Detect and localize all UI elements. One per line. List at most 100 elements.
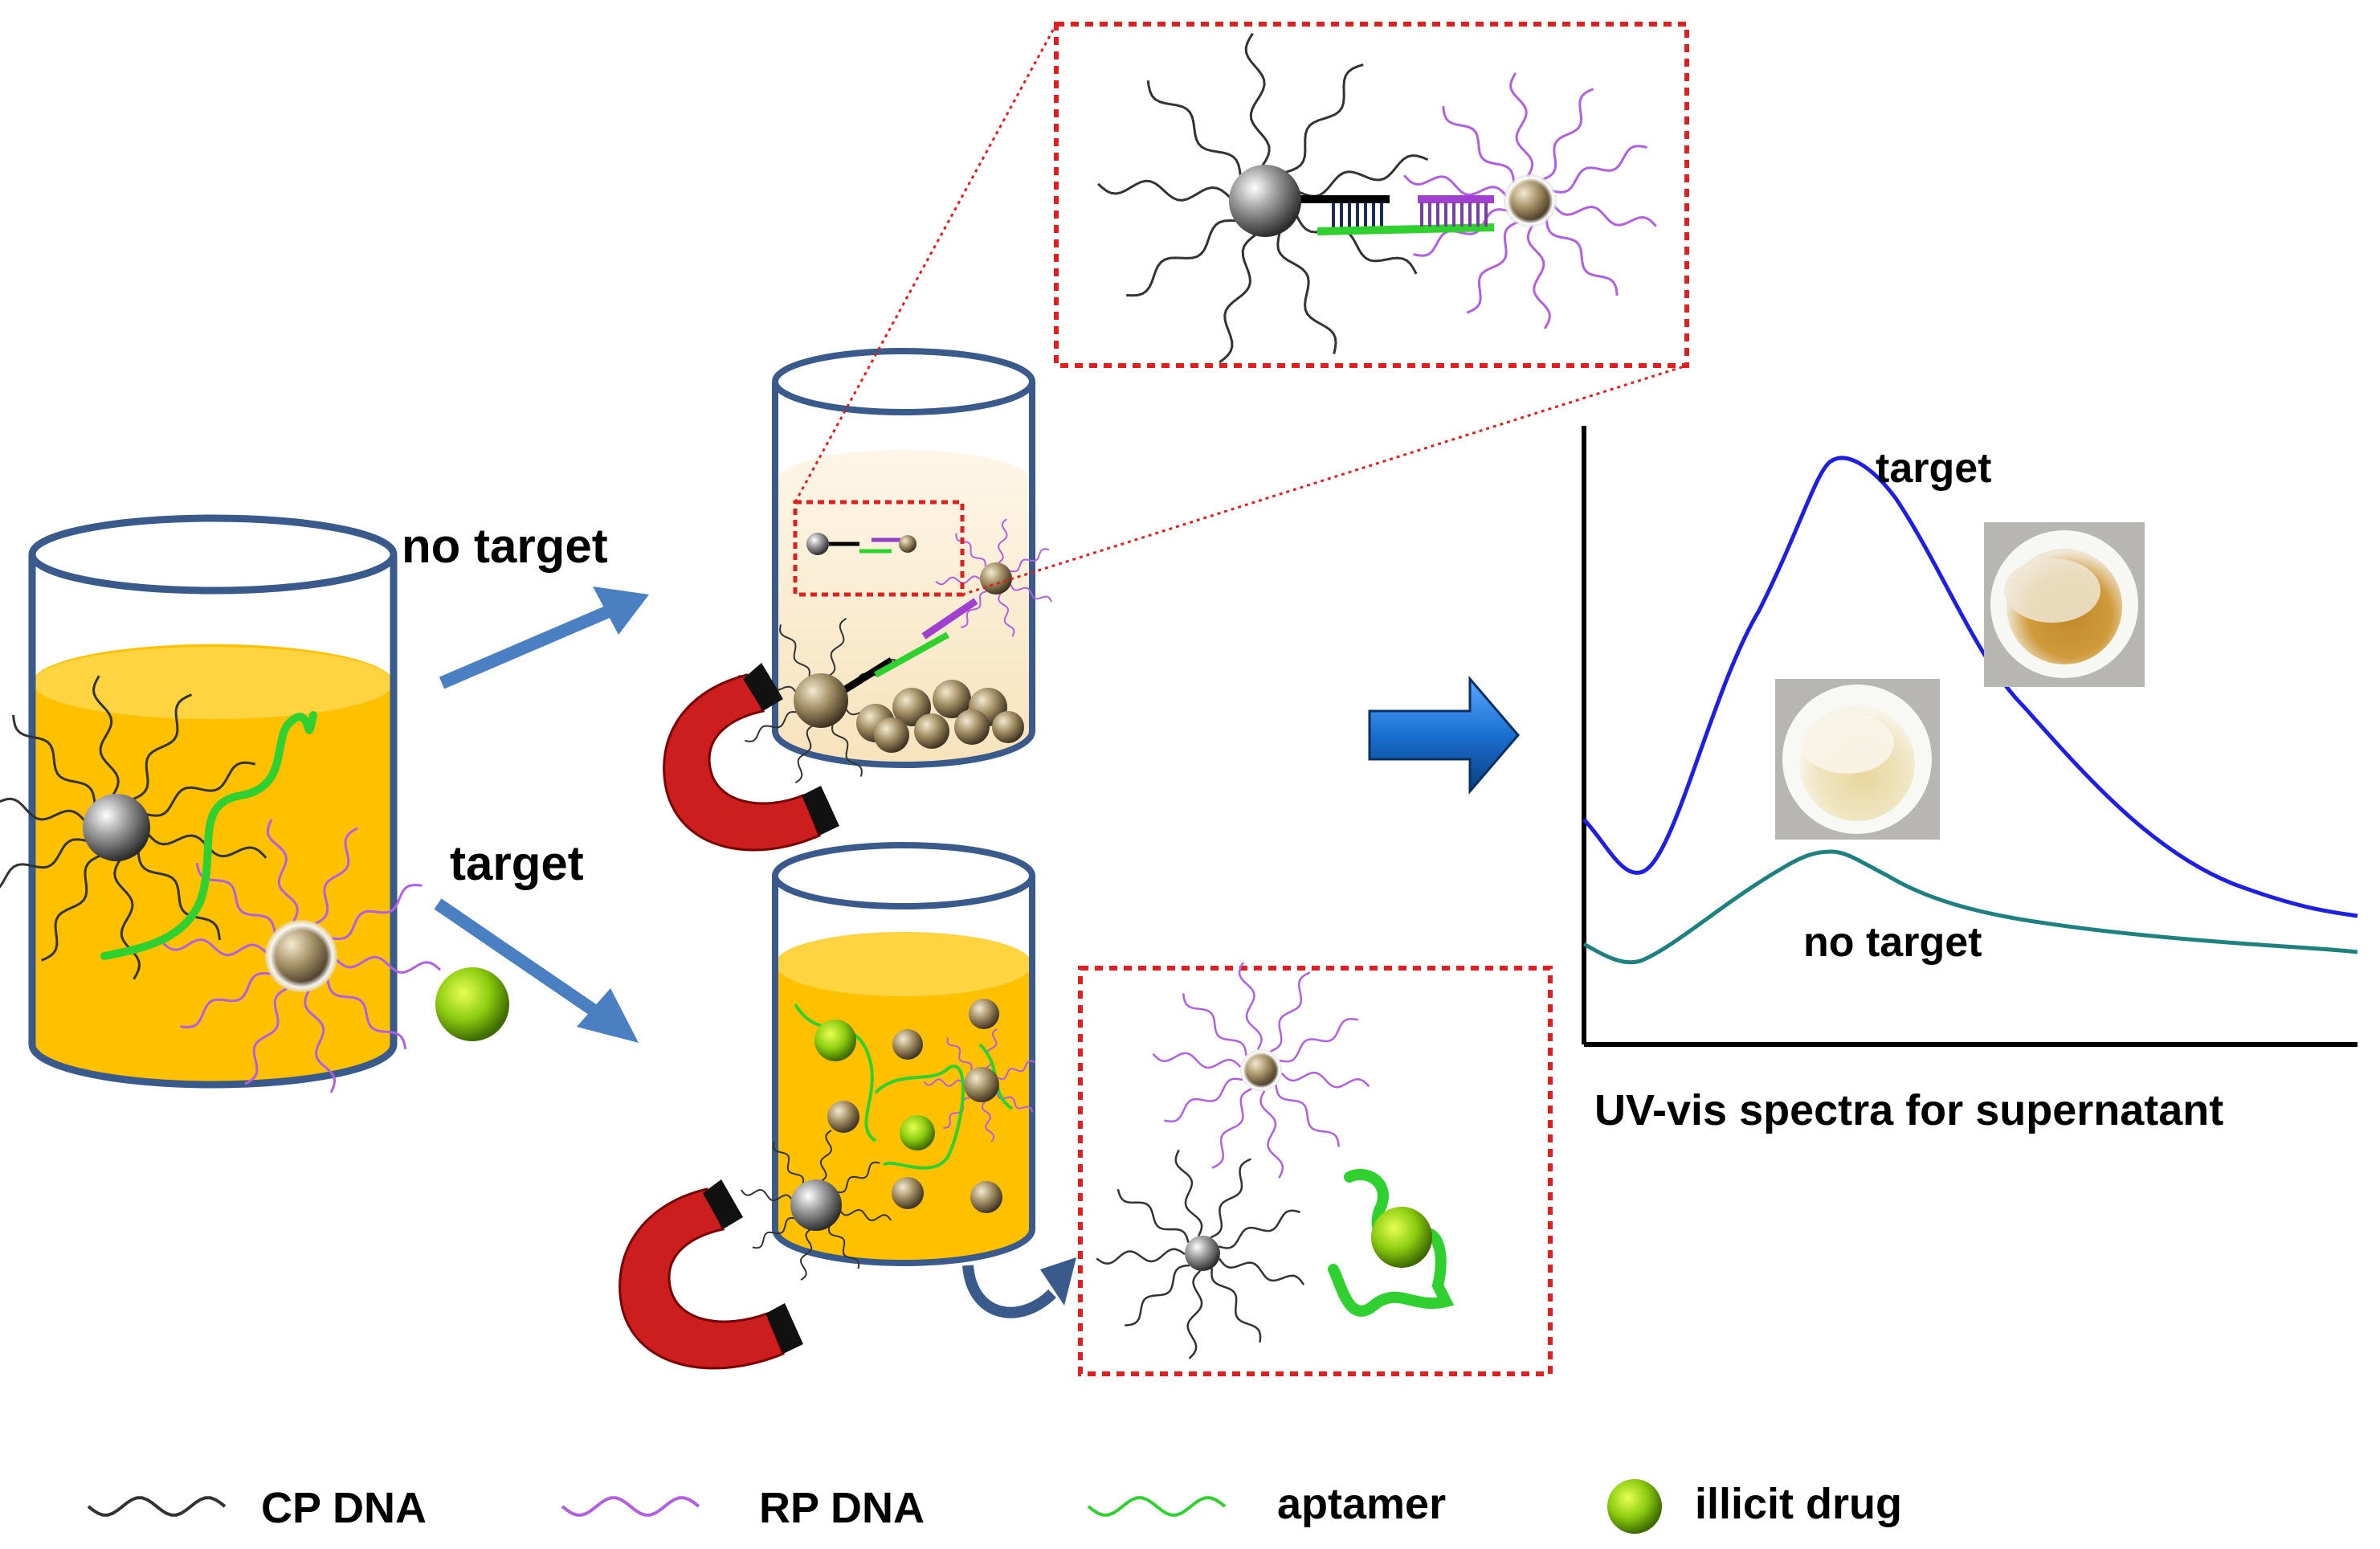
legend: CP DNA RP DNA aptamer illicit drug bbox=[87, 1479, 1902, 1534]
dna-strand bbox=[1280, 1071, 1370, 1089]
dna-strand bbox=[799, 1228, 813, 1281]
dna-strand bbox=[1275, 1085, 1341, 1147]
legend-label: RP DNA bbox=[759, 1484, 925, 1532]
dna-strand bbox=[955, 533, 986, 566]
target-beaker bbox=[741, 842, 1035, 1281]
dna-strand bbox=[132, 693, 193, 801]
dna-strand bbox=[997, 1060, 1035, 1080]
dna-strand bbox=[819, 1130, 833, 1183]
dna-strand bbox=[113, 858, 141, 980]
dna-strand bbox=[1211, 1088, 1252, 1169]
wavy-line-icon bbox=[1087, 1496, 1227, 1517]
dna-strand bbox=[831, 723, 863, 777]
legend-label: illicit drug bbox=[1695, 1480, 1902, 1528]
dna-strand bbox=[326, 979, 407, 1050]
dna-strand bbox=[137, 851, 221, 941]
dna-strand bbox=[1218, 1209, 1301, 1249]
dna-strand bbox=[752, 1216, 797, 1249]
dna-strand bbox=[1442, 105, 1516, 184]
dna-strand bbox=[745, 710, 798, 742]
dna-strand bbox=[12, 714, 96, 804]
dna-strand bbox=[1299, 154, 1429, 198]
dna-strand bbox=[145, 761, 256, 817]
zoom-box-released-complex bbox=[1078, 962, 1553, 1376]
dna-strand bbox=[1126, 219, 1236, 297]
dna-strand bbox=[1541, 88, 1594, 182]
aptamer-strand bbox=[100, 711, 317, 960]
dna-strand bbox=[1186, 1269, 1203, 1359]
zoom-box-bound-complex bbox=[1054, 22, 1689, 368]
no-target-beaker bbox=[737, 348, 1052, 784]
dna-strand bbox=[1010, 584, 1052, 603]
dna-strand bbox=[827, 617, 847, 677]
dna-strand bbox=[961, 591, 987, 628]
dna-strand bbox=[1174, 1149, 1203, 1237]
spectrum-target-label: target bbox=[1876, 445, 1991, 492]
beaker-wall bbox=[28, 554, 398, 1089]
dna-strand bbox=[1096, 1248, 1186, 1265]
dna-strand bbox=[998, 518, 1008, 564]
legend-item-cp-dna: CP DNA bbox=[87, 1484, 427, 1532]
no-target-spectrum-curve bbox=[1582, 849, 2358, 965]
solution-surface bbox=[32, 647, 394, 719]
dna-strand bbox=[1509, 72, 1534, 178]
spectra-caption: UV-vis spectra for supernatant bbox=[1594, 1086, 2223, 1134]
illicit-drug-molecule bbox=[435, 967, 509, 1041]
dna-strand bbox=[1182, 993, 1247, 1056]
legend-label: CP DNA bbox=[261, 1484, 427, 1532]
target-spectrum-curve bbox=[1582, 456, 2358, 918]
dna-strand bbox=[839, 1208, 892, 1222]
dna-strand bbox=[1244, 32, 1271, 166]
dna-strand bbox=[1270, 971, 1311, 1052]
cp-magnetic-bead bbox=[83, 794, 150, 861]
result-arrow bbox=[1368, 675, 1520, 795]
legend-item-illicit-drug: illicit drug bbox=[1607, 1479, 1902, 1534]
dna-strand bbox=[266, 819, 299, 922]
dna-strand bbox=[1296, 215, 1418, 275]
wavy-line-icon bbox=[561, 1496, 700, 1517]
dna-strand bbox=[1010, 548, 1050, 573]
dna-strand bbox=[0, 797, 86, 823]
transfer-arrow bbox=[962, 1257, 1076, 1318]
dna-strand bbox=[827, 1224, 860, 1269]
target-arrow bbox=[434, 898, 639, 1043]
dna-strand bbox=[1117, 1188, 1190, 1244]
dna-strand bbox=[1545, 218, 1619, 296]
dna-strand bbox=[1403, 174, 1508, 198]
photo-target-solution bbox=[1984, 522, 2145, 687]
dna-strand bbox=[1259, 1090, 1284, 1179]
dna-strand bbox=[772, 1141, 805, 1186]
dna-strand bbox=[1125, 1264, 1190, 1326]
dna-strand bbox=[40, 854, 101, 962]
dna-strand bbox=[794, 724, 814, 784]
legend-label: aptamer bbox=[1277, 1480, 1446, 1528]
dna-strand bbox=[741, 1188, 794, 1202]
dna-strand bbox=[835, 1161, 880, 1194]
magnet-bottom bbox=[618, 1179, 803, 1370]
no-target-arrow bbox=[439, 586, 649, 689]
spectrum-no-target-label: no target bbox=[1803, 919, 1982, 966]
beaker-rim bbox=[28, 514, 398, 595]
dna-strand bbox=[1526, 224, 1551, 329]
dna-strand bbox=[779, 624, 811, 678]
dna-strand bbox=[0, 838, 88, 889]
aptamer-drug-complex bbox=[1328, 1168, 1455, 1317]
dna-strand bbox=[1146, 80, 1242, 176]
dna-strand bbox=[1276, 232, 1337, 354]
initial-beaker bbox=[0, 514, 442, 1093]
dna-strand bbox=[1097, 179, 1231, 202]
dna-strand bbox=[304, 990, 337, 1093]
uv-vis-spectra-plot: target no target UV-vis spectra for supe… bbox=[1582, 426, 2358, 1134]
dna-strand bbox=[1553, 204, 1657, 227]
dna-strand bbox=[1285, 63, 1364, 174]
dna-strand bbox=[1152, 1052, 1242, 1069]
zoom-region-marker bbox=[793, 500, 965, 597]
dna-strand bbox=[1413, 208, 1509, 257]
legend-item-rp-dna: RP DNA bbox=[561, 1484, 925, 1532]
dna-strand bbox=[935, 575, 981, 586]
dna-strand bbox=[1551, 145, 1647, 194]
dna-strand bbox=[335, 955, 442, 975]
dna-strand bbox=[1210, 1268, 1262, 1343]
